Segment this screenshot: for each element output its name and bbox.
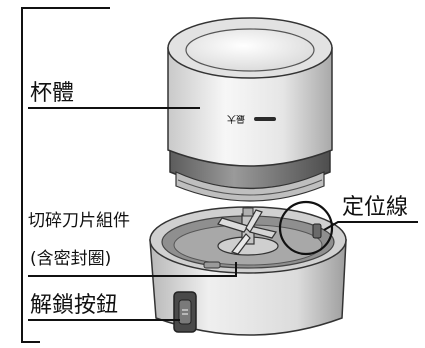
leader-position-line [323, 221, 418, 231]
position-line-callout-circle [278, 200, 334, 256]
max-mark-text: 最大 [227, 113, 245, 125]
label-cup-body: 杯體 [30, 81, 74, 106]
cup-body-illustration [167, 17, 333, 202]
frame-bracket [21, 7, 110, 343]
label-unlock-button: 解鎖按鈕 [30, 293, 118, 318]
leader-lines [28, 107, 418, 321]
blade-base-illustration [149, 206, 347, 336]
position-line-tab [312, 223, 322, 239]
leader-blade-assembly [28, 262, 237, 277]
label-blade-assembly-line1: 切碎刀片組件 [28, 211, 130, 231]
label-blade-assembly-line2: (含密封圈) [30, 249, 111, 269]
max-fill-mark [254, 117, 276, 121]
label-position-line: 定位線 [342, 195, 408, 220]
